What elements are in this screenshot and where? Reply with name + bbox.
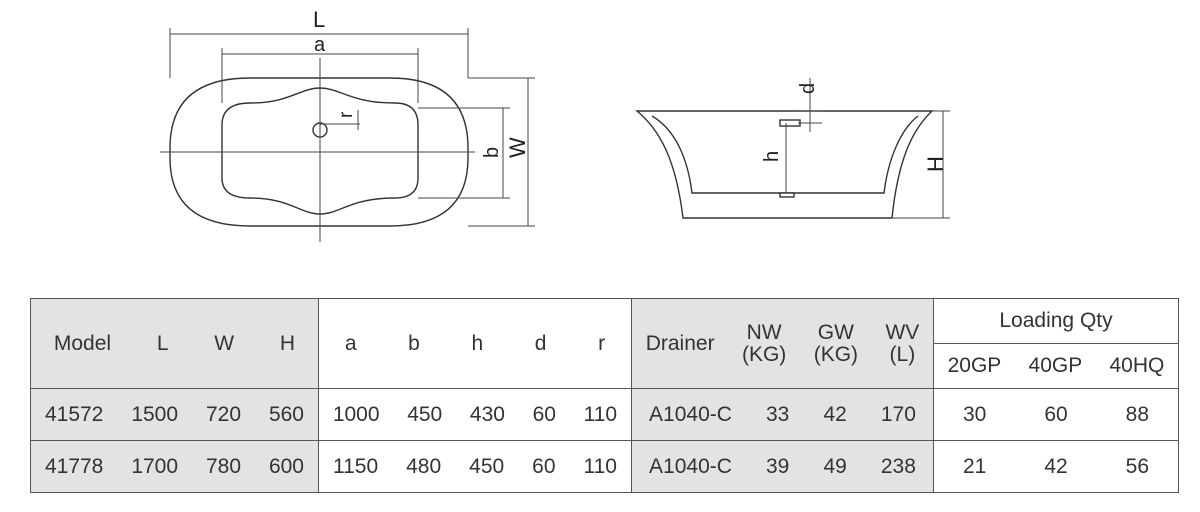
cell-h: 430 bbox=[469, 402, 505, 426]
cell-H: 560 bbox=[268, 402, 304, 426]
header-group1: Model L W H bbox=[31, 299, 318, 388]
header-a: a bbox=[344, 331, 357, 355]
header-20gp: 20GP bbox=[947, 354, 1002, 377]
top-view-dimensions bbox=[160, 28, 535, 242]
header-model: Model bbox=[53, 331, 112, 355]
header-group-dimensions: a b h d r bbox=[318, 298, 632, 389]
row1-group3: A1040-C 33 42 170 bbox=[631, 388, 934, 441]
cell-d: 60 bbox=[532, 454, 556, 478]
header-W: W bbox=[214, 331, 235, 355]
cell-40hq: 56 bbox=[1125, 454, 1149, 478]
row1-group4: 30 60 88 bbox=[933, 388, 1179, 441]
table-row: 41572 1500 720 560 1000 450 430 60 110 A… bbox=[30, 388, 1179, 441]
cell-gw: 49 bbox=[823, 454, 847, 478]
label-W: W bbox=[505, 137, 530, 158]
header-d: d bbox=[534, 331, 547, 355]
header-h: h bbox=[471, 331, 484, 355]
cell-gw: 42 bbox=[823, 402, 847, 426]
cell-wv: 238 bbox=[880, 454, 916, 478]
row2-group3: A1040-C 39 49 238 bbox=[631, 440, 934, 493]
row2-dim-cells: 1150 480 450 60 110 bbox=[319, 441, 631, 492]
tub-inner-basin bbox=[221, 87, 419, 215]
header-nw: NW (KG) bbox=[741, 320, 787, 366]
table-row: 41778 1700 780 600 1150 480 450 60 110 A… bbox=[30, 440, 1179, 493]
row2-model-cells: 41778 1700 780 600 bbox=[31, 441, 318, 492]
label-r: r bbox=[336, 111, 357, 118]
overflow-fitting bbox=[779, 119, 801, 127]
cell-W: 780 bbox=[205, 454, 242, 478]
tub-outer-outline bbox=[169, 77, 469, 227]
header-40hq: 40HQ bbox=[1109, 354, 1165, 377]
cell-L: 1700 bbox=[131, 454, 179, 478]
cell-40hq: 88 bbox=[1125, 402, 1149, 426]
label-b: b bbox=[481, 147, 503, 158]
header-wv: WV (L) bbox=[885, 320, 920, 366]
row1-model-cells: 41572 1500 720 560 bbox=[31, 389, 318, 440]
header-group2: a b h d r bbox=[319, 299, 631, 388]
header-group-model: Model L W H bbox=[30, 298, 319, 389]
row2-group2: 1150 480 450 60 110 bbox=[318, 440, 632, 493]
header-drainer: Drainer bbox=[645, 331, 715, 355]
header-gw: GW (KG) bbox=[813, 320, 859, 366]
label-d: d bbox=[797, 83, 819, 94]
label-a: a bbox=[314, 34, 326, 56]
cell-model: 41572 bbox=[44, 402, 104, 426]
cell-drainer: A1040-C bbox=[649, 454, 732, 478]
row1-group1: 41572 1500 720 560 bbox=[30, 388, 319, 441]
row2-drainer-cells: A1040-C 39 49 238 bbox=[632, 441, 933, 492]
row1-group2: 1000 450 430 60 110 bbox=[318, 388, 632, 441]
header-H: H bbox=[279, 331, 296, 355]
cell-20gp: 30 bbox=[962, 402, 987, 426]
label-L: L bbox=[313, 7, 325, 32]
row1-dim-cells: 1000 450 430 60 110 bbox=[319, 389, 631, 440]
cell-b: 480 bbox=[406, 454, 442, 478]
side-view bbox=[635, 110, 934, 219]
cell-nw: 33 bbox=[766, 402, 790, 426]
header-b: b bbox=[408, 331, 420, 355]
header-L: L bbox=[156, 331, 169, 355]
cell-a: 1000 bbox=[332, 402, 380, 426]
cell-L: 1500 bbox=[131, 402, 179, 426]
side-view-dimensions bbox=[785, 78, 950, 219]
cell-r: 110 bbox=[583, 454, 617, 478]
cell-a: 1150 bbox=[332, 454, 379, 478]
cell-b: 450 bbox=[407, 402, 443, 426]
cell-40gp: 42 bbox=[1044, 454, 1068, 478]
cell-H: 600 bbox=[268, 454, 304, 478]
cell-40gp: 60 bbox=[1044, 402, 1068, 426]
header-loading-qty: Loading Qty bbox=[933, 298, 1179, 344]
row2-group4: 21 42 56 bbox=[933, 440, 1179, 493]
tub-side-outline bbox=[635, 110, 934, 219]
cell-r: 110 bbox=[583, 402, 618, 426]
cell-h: 450 bbox=[469, 454, 505, 478]
cell-20gp: 21 bbox=[962, 454, 987, 478]
tub-side-inner bbox=[651, 115, 919, 194]
header-group-drainer: Drainer NW (KG) GW (KG) WV (L) bbox=[631, 298, 934, 389]
row2-loading-cells: 21 42 56 bbox=[934, 441, 1178, 492]
row1-drainer-cells: A1040-C 33 42 170 bbox=[632, 389, 933, 440]
cell-nw: 39 bbox=[766, 454, 790, 478]
row2-group1: 41778 1700 780 600 bbox=[30, 440, 319, 493]
spec-table: Model L W H a b h d r Drainer NW (KG) GW… bbox=[30, 298, 1179, 493]
technical-drawing: L a r b W d h H bbox=[160, 7, 950, 242]
loading-subheaders: 20GP 40GP 40HQ bbox=[934, 344, 1178, 388]
header-40gp: 40GP bbox=[1028, 354, 1083, 377]
cell-W: 720 bbox=[205, 402, 242, 426]
label-h: h bbox=[761, 151, 783, 162]
drain-fitting bbox=[779, 192, 795, 198]
cell-drainer: A1040-C bbox=[649, 402, 732, 426]
header-loading-group: 20GP 40GP 40HQ bbox=[933, 343, 1179, 389]
label-H: H bbox=[923, 156, 948, 172]
cell-wv: 170 bbox=[880, 402, 916, 426]
header-r: r bbox=[598, 331, 606, 355]
cell-model: 41778 bbox=[44, 454, 104, 478]
header-group3: Drainer NW (KG) GW (KG) WV (L) bbox=[632, 299, 933, 388]
cell-d: 60 bbox=[532, 402, 556, 426]
row1-loading-cells: 30 60 88 bbox=[934, 389, 1178, 440]
